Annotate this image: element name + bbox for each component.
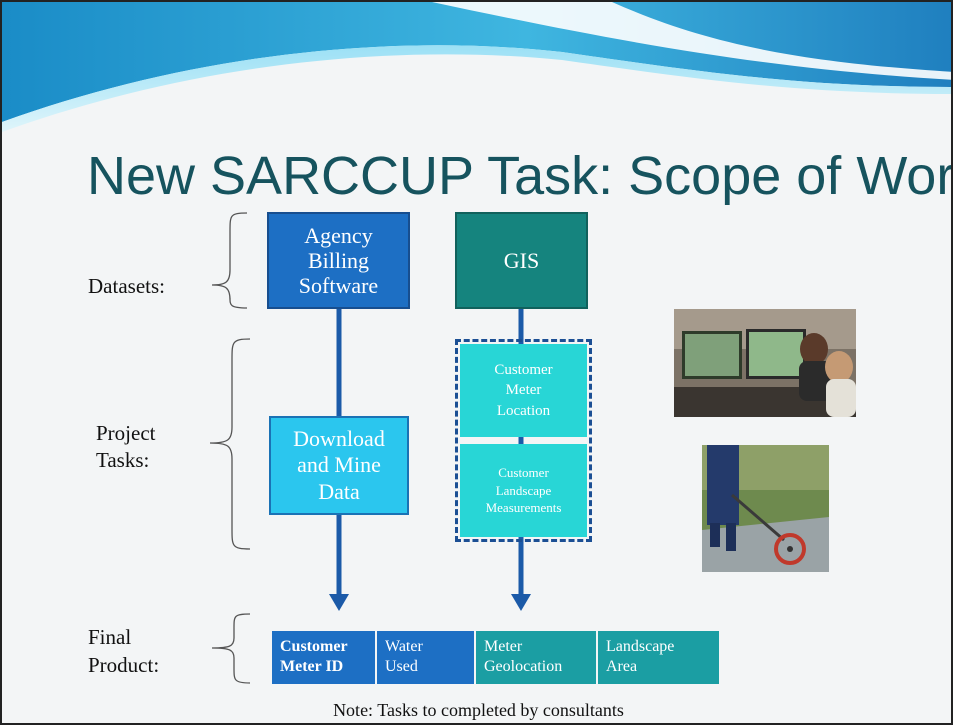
box-customer-meter-location: Customer Meter Location [460,344,587,437]
box-landscape-line1: Customer [498,465,549,481]
consultant-tasks-group [455,339,592,542]
final-cell-4-line1: Landscape [606,638,675,655]
box-download-line2: and Mine [297,452,381,478]
brace-project-tasks [209,338,251,550]
box-download-line1: Download [293,425,385,451]
box-gis-label: GIS [503,247,540,273]
box-meter-line3: Location [496,402,551,419]
box-customer-landscape-measurements: Customer Landscape Measurements [460,444,587,537]
photo-gis-workstation [674,309,856,417]
gis-arrowhead [511,594,531,611]
label-product: Product: [88,653,160,677]
label-tasks: Tasks: [96,448,150,472]
box-download-line3: Data [318,478,360,504]
final-cell-landscape-area: Landscape Area [598,631,719,684]
box-agency-line2: Billing [307,247,370,273]
final-cell-1-line1: Customer [280,638,348,655]
header-banner [2,2,951,132]
box-gis: GIS [455,212,588,309]
label-project: Project [96,421,156,445]
photo-landscape-measurement [702,445,829,572]
box-agency-billing-software: Agency Billing Software [267,212,410,309]
box-agency-line1: Agency [304,222,373,248]
box-meter-line2: Meter [505,382,542,399]
box-meter-line1: Customer [494,362,553,379]
final-cell-1-line2: Meter ID [280,658,344,675]
box-download-mine-data: Download and Mine Data [269,416,409,515]
final-cell-customer-meter-id: Customer Meter ID [272,631,375,684]
final-cell-water-used: Water Used [377,631,474,684]
label-final: Final [88,625,132,649]
final-cell-2-line2: Used [385,658,418,675]
label-datasets: Datasets: [88,274,165,298]
final-cell-4-line2: Area [606,658,638,675]
billing-arrowhead [329,594,349,611]
final-cell-meter-geolocation: Meter Geolocation [476,631,596,684]
final-cell-2-line1: Water [385,638,423,655]
box-landscape-line3: Measurements [485,500,562,516]
final-cell-3-line1: Meter [484,638,523,655]
page-title: New SARCCUP Task: Scope of Work [87,146,953,206]
final-cell-3-line2: Geolocation [484,658,563,675]
box-agency-line3: Software [298,273,379,299]
box-landscape-line2: Landscape [495,482,552,498]
brace-final-product [211,613,251,684]
brace-datasets [211,212,248,309]
footer-note: Note: Tasks to completed by consultants [333,700,624,720]
